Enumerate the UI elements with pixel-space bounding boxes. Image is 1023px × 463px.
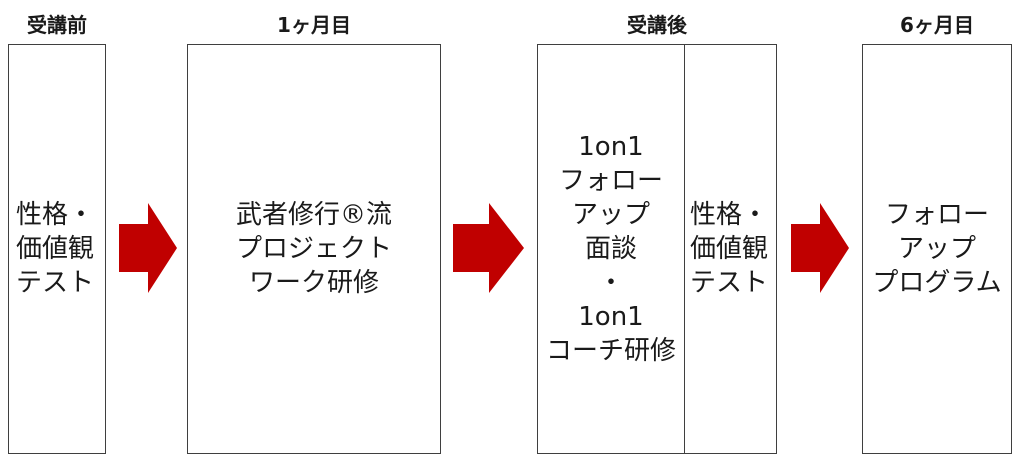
- label-line: 1on1: [578, 132, 644, 162]
- project-training-label: 武者修行®流プロジェクトワーク研修: [187, 44, 441, 454]
- label-line: プログラム: [872, 268, 1002, 298]
- label-line: ・: [597, 268, 624, 298]
- test-before-box: [8, 44, 106, 454]
- followup-program-box: [862, 44, 1012, 454]
- test-after-label: 性格・価値観テスト: [684, 44, 777, 454]
- label-line: フォロー: [558, 166, 663, 196]
- label-line: プロジェクト: [235, 234, 392, 264]
- followup-coach-label: 1on1 フォローアップ面談・ 1on1 コーチ研修: [537, 44, 685, 454]
- label-line: 価値観: [16, 234, 95, 264]
- label-line: 性格・: [16, 200, 95, 230]
- label-line: テスト: [16, 268, 95, 298]
- header-month1: 1ヶ月目: [277, 13, 351, 37]
- label-line: 性格・: [690, 200, 769, 230]
- label-line: アップ: [571, 200, 650, 230]
- right-arrow-icon: [119, 203, 177, 293]
- label-line: 武者修行®流: [235, 200, 392, 230]
- right-arrow-icon: [791, 203, 849, 293]
- test-after-box: [684, 44, 777, 454]
- test-before-label: 性格・価値観テスト: [8, 44, 106, 454]
- followup-coach-box: [537, 44, 685, 454]
- label-line: 1on1: [578, 302, 644, 332]
- header-after: 受講後: [627, 13, 687, 37]
- label-line: アップ: [897, 234, 976, 264]
- label-line: 面談: [584, 234, 637, 264]
- header-month6: 6ヶ月目: [900, 13, 974, 37]
- right-arrow-icon: [453, 203, 524, 293]
- label-line: コーチ研修: [545, 336, 676, 366]
- label-line: フォロー: [884, 200, 989, 230]
- followup-program-label: フォローアッププログラム: [862, 44, 1012, 454]
- label-line: テスト: [690, 268, 769, 298]
- header-before: 受講前: [27, 13, 87, 37]
- label-line: 価値観: [690, 234, 769, 264]
- project-training-box: [187, 44, 441, 454]
- label-line: ワーク研修: [248, 268, 379, 298]
